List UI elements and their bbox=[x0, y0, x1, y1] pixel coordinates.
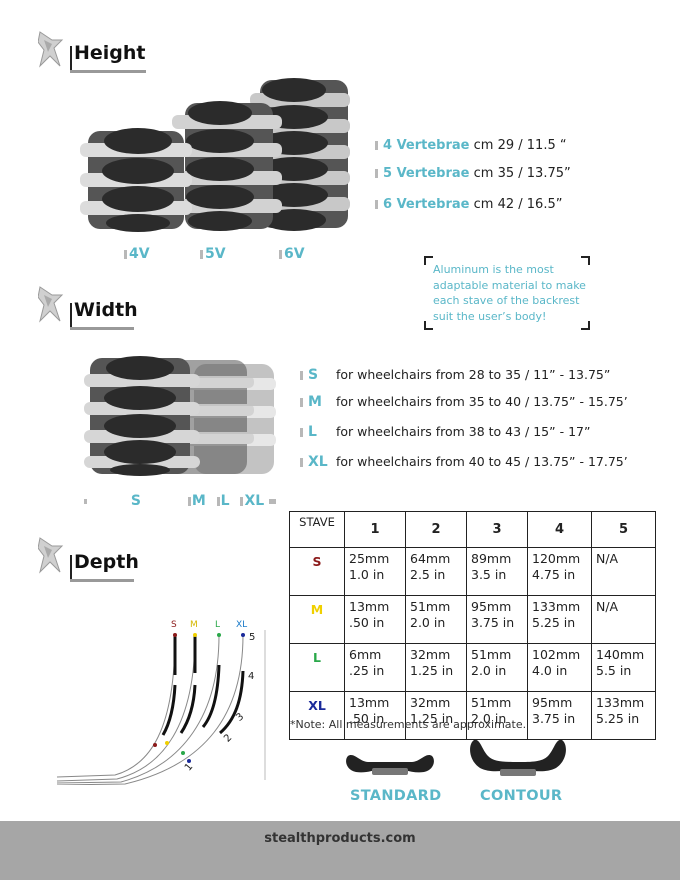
height-row-4v: 4 Vertebrae cm 29 / 11.5 “ bbox=[375, 138, 567, 153]
diagram-label-s: S bbox=[171, 620, 177, 630]
width-row-l: L for wheelchairs from 38 to 43 / 15” - … bbox=[300, 424, 590, 440]
shape-label-standard: STANDARD bbox=[350, 788, 442, 804]
table-header-cell: STAVE bbox=[289, 511, 345, 548]
height-backrest-image bbox=[80, 78, 350, 232]
table-row-size-s: S bbox=[289, 547, 345, 596]
table-row-size-m: M bbox=[289, 595, 345, 644]
height-label-4v: 4V bbox=[124, 246, 150, 262]
measurement-note: *Note: All measurements are approximate. bbox=[290, 718, 527, 731]
diagram-stave-4: 4 bbox=[248, 671, 255, 682]
table-header-cell: 3 bbox=[466, 511, 528, 548]
width-row-xl: XL for wheelchairs from 40 to 45 / 13.75… bbox=[300, 454, 628, 470]
stealth-logo-icon bbox=[38, 286, 64, 323]
table-cell: 13mm.50 in bbox=[344, 595, 406, 644]
section-title-width: Width bbox=[70, 299, 138, 330]
table-cell: N/A bbox=[591, 547, 656, 596]
stealth-logo-icon bbox=[38, 537, 64, 574]
section-title-height: Height bbox=[70, 42, 146, 73]
diagram-label-xl: XL bbox=[236, 620, 248, 630]
diagram-label-l: L bbox=[215, 620, 221, 630]
height-row-6v: 6 Vertebrae cm 42 / 16.5” bbox=[375, 197, 562, 212]
table-header-row: STAVE 1 2 3 4 5 bbox=[289, 511, 656, 548]
diagram-stave-5: 5 bbox=[249, 632, 256, 643]
table-cell: 13mm.50 in bbox=[344, 691, 406, 740]
table-row-size-xl: XL bbox=[289, 691, 345, 740]
depth-curve-diagram bbox=[56, 630, 266, 785]
shape-label-contour: CONTOUR bbox=[480, 788, 563, 804]
table-cell: 6mm.25 in bbox=[344, 643, 406, 692]
table-header-cell: 2 bbox=[405, 511, 467, 548]
table-row-size-l: L bbox=[289, 643, 345, 692]
section-title-depth: Depth bbox=[70, 551, 139, 582]
footer-website-link[interactable]: stealthproducts.com bbox=[264, 831, 416, 846]
height-label-5v: 5V bbox=[200, 246, 226, 262]
height-label-6v: 6V bbox=[279, 246, 305, 262]
contour-stave-image bbox=[470, 739, 566, 776]
diagram-label-m: M bbox=[190, 620, 198, 630]
height-row-5v: 5 Vertebrae cm 35 / 13.75” bbox=[375, 166, 571, 181]
width-row-m: M for wheelchairs from 35 to 40 / 13.75”… bbox=[300, 394, 628, 410]
footer: stealthproducts.com bbox=[0, 821, 680, 880]
table-cell: N/A bbox=[591, 595, 656, 644]
width-row-s: S for wheelchairs from 28 to 35 / 11” - … bbox=[300, 367, 610, 383]
aluminum-note: Aluminum is the most adaptable material … bbox=[424, 256, 590, 330]
table-header-cell: 4 bbox=[527, 511, 592, 548]
table-header-cell: 1 bbox=[344, 511, 406, 548]
standard-stave-image bbox=[346, 755, 434, 775]
stealth-logo-icon bbox=[38, 31, 64, 68]
table-header-cell: 5 bbox=[591, 511, 656, 548]
width-bottom-labels: S M L XL bbox=[84, 493, 281, 509]
width-backrest-image bbox=[84, 356, 276, 476]
